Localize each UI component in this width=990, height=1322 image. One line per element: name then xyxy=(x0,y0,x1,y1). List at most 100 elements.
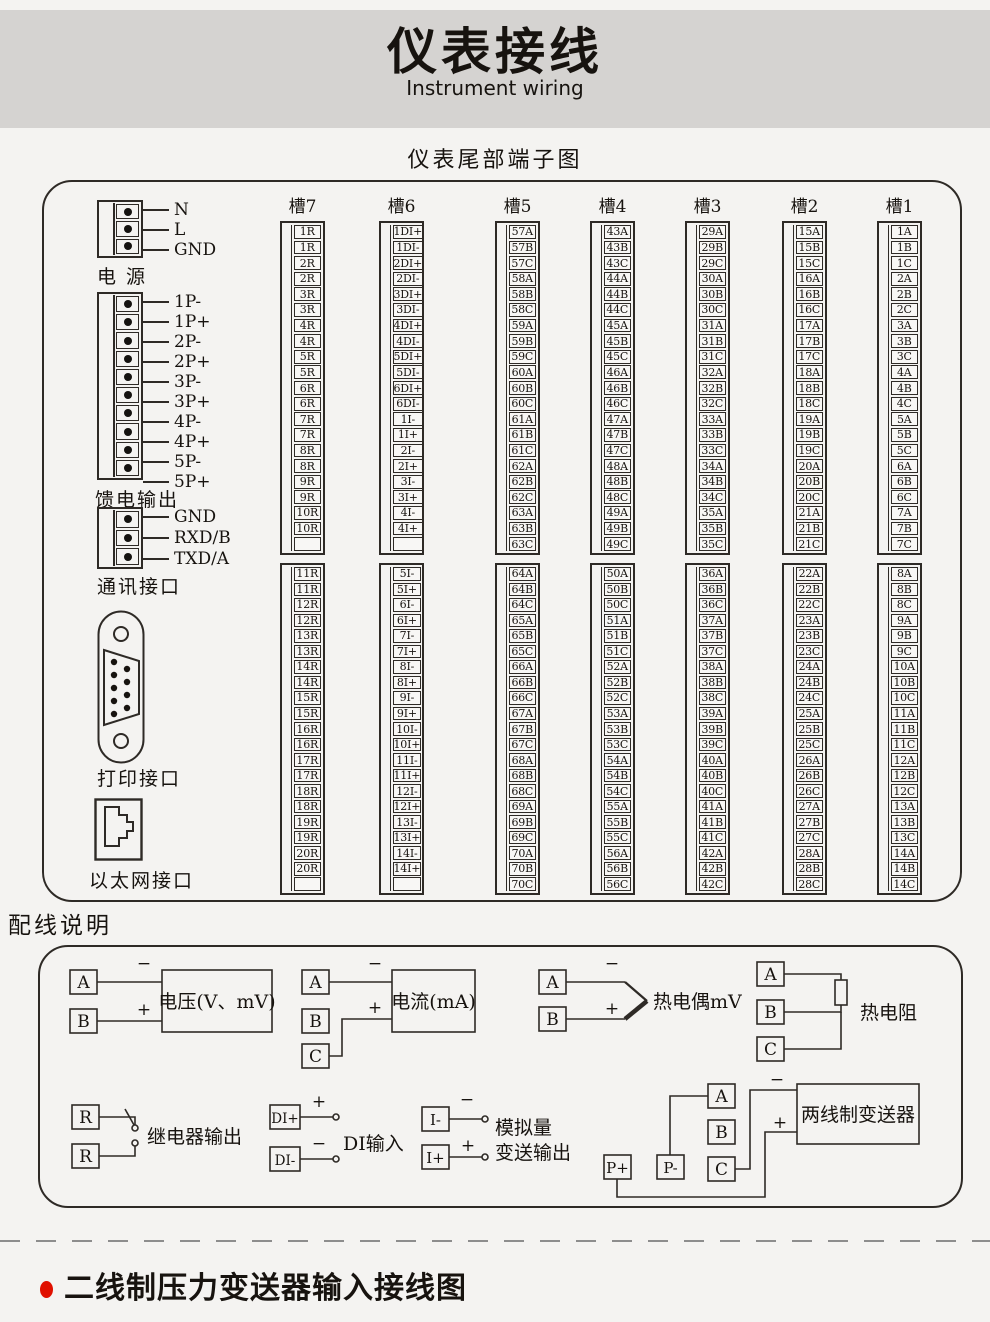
terminal-cell xyxy=(293,537,321,551)
feed-connector: 1P-1P+2P-2P+3P-3P+4P-4P+5P-5P+ xyxy=(97,292,211,492)
current-label: 电流(mA) xyxy=(391,991,476,1013)
terminal-cell: 59C xyxy=(508,349,536,364)
pin-label: GND xyxy=(174,240,217,260)
terminal-cell: 48B xyxy=(603,474,631,489)
terminal-cell: 41C xyxy=(698,830,726,845)
terminal-cell: 17C xyxy=(795,349,823,364)
terminal-cell: 10I- xyxy=(392,722,422,736)
terminal-cell: 1A xyxy=(890,225,918,239)
terminal-cell: 14R xyxy=(293,660,321,674)
terminal-cell: 10I+ xyxy=(392,737,422,752)
terminal-cell xyxy=(116,387,139,404)
terminal-cell: 62A xyxy=(508,459,536,473)
terminal-cell: 19R xyxy=(293,830,321,845)
pin-row: 1P- xyxy=(143,292,211,312)
terminal-cell: 47B xyxy=(603,427,631,442)
terminal-dot-icon xyxy=(123,534,132,542)
terminal-cell: 37B xyxy=(698,629,726,643)
pin-row: L xyxy=(143,220,216,240)
terminal-cell: 14R xyxy=(293,675,321,690)
terminal-cell: 55A xyxy=(603,799,631,814)
analog-out-label-2: 变送输出 xyxy=(495,1142,571,1164)
terminal-cell: 32A xyxy=(698,365,726,380)
pin-lead-line xyxy=(143,361,169,363)
slot-cells: 5I-5I+6I-6I+7I-7I+8I-8I+9I-9I+10I-10I+11… xyxy=(392,567,422,892)
terminal-cell: 8B xyxy=(890,582,918,597)
pin-row: N xyxy=(143,200,216,220)
terminal-cell: 30B xyxy=(698,287,726,302)
terminal-cell: 28B xyxy=(795,861,823,876)
tx-p-minus: P- xyxy=(663,1159,677,1177)
pin-label: 5P- xyxy=(174,452,202,472)
terminal-cell xyxy=(116,350,139,367)
conn-cells xyxy=(115,510,140,566)
terminal-cell: 6R xyxy=(293,381,321,395)
terminal-cell: 27B xyxy=(795,815,823,829)
terminal-cell: 68B xyxy=(508,768,536,783)
terminal-cell: 11A xyxy=(890,706,918,721)
terminal-cell: 51B xyxy=(603,629,631,643)
terminal-cell: 48C xyxy=(603,490,631,505)
terminal-dot-icon xyxy=(123,391,132,400)
terminal-cell: 42B xyxy=(698,861,726,876)
terminal-cell: 10B xyxy=(890,675,918,690)
terminal-cell xyxy=(116,441,139,458)
terminal-cell: 13A xyxy=(890,799,918,814)
terminal-cell: 5A xyxy=(890,412,918,427)
ethernet-port-icon xyxy=(94,798,143,861)
terminal-cell: 18C xyxy=(795,396,823,411)
terminal-cell: 8R xyxy=(293,443,321,458)
terminal-cell: 15B xyxy=(795,240,823,255)
terminal-cell: 18R xyxy=(293,799,321,814)
terminal-cell: 11I- xyxy=(392,753,422,767)
pin-label: GND xyxy=(174,507,217,528)
pin-lead-line xyxy=(143,401,169,403)
terminal-cell: 50B xyxy=(603,582,631,597)
slot-header: 槽4 xyxy=(598,197,627,217)
pin-label: 1P+ xyxy=(174,312,211,332)
terminal-cell: 66B xyxy=(508,675,536,690)
terminal-cell xyxy=(116,221,139,237)
power-caption: 电 源 xyxy=(97,266,148,288)
terminal-cell: 1R xyxy=(293,240,321,255)
page-subtitle: Instrument wiring xyxy=(406,75,584,100)
terminal-cell: 45B xyxy=(603,334,631,349)
terminal-cell: 12A xyxy=(890,753,918,767)
voltage-terminal-b: B xyxy=(77,1012,90,1032)
terminal-cell: 49A xyxy=(603,505,631,520)
terminal-cell: 16B xyxy=(795,287,823,302)
terminal-cell: 58C xyxy=(508,303,536,317)
current-terminal-a: A xyxy=(308,973,322,993)
terminal-cell: 50C xyxy=(603,598,631,612)
terminal-cell xyxy=(116,423,139,440)
pin-row: 4P+ xyxy=(143,432,211,452)
pin-lead-line xyxy=(143,441,169,443)
voltage-terminal-a: A xyxy=(76,973,90,993)
terminal-cell: 60C xyxy=(508,396,536,411)
terminal-cell: 18B xyxy=(795,381,823,395)
terminal-cell: 27C xyxy=(795,830,823,845)
terminal-cell: 63C xyxy=(508,537,536,551)
relay-terminal-1: R xyxy=(79,1108,93,1128)
terminal-cell: 31A xyxy=(698,318,726,333)
terminal-cell: 64B xyxy=(508,582,536,597)
terminal-cell: 1I- xyxy=(392,412,424,427)
terminal-cell: 44B xyxy=(603,287,631,302)
pin-lead-line xyxy=(143,537,169,539)
terminal-cell: 3A xyxy=(890,318,918,333)
terminal-cell: 3I- xyxy=(392,474,424,489)
terminal-cell: 9R xyxy=(293,474,321,489)
transmitter-label: 两线制变送器 xyxy=(801,1104,915,1126)
terminal-cell: 5DI+ xyxy=(392,349,424,364)
terminal-cell: 2R xyxy=(293,271,321,286)
terminal-cell: 7R xyxy=(293,412,321,427)
terminal-cell: 33C xyxy=(698,443,726,458)
terminal-cell: 13R xyxy=(293,629,321,643)
ao-minus-terminal: I- xyxy=(430,1111,441,1129)
conn-strip xyxy=(100,510,115,566)
current-plus: + xyxy=(368,998,382,1018)
terminal-cell: 21C xyxy=(795,537,823,551)
terminal-cell: 14I+ xyxy=(392,861,422,876)
